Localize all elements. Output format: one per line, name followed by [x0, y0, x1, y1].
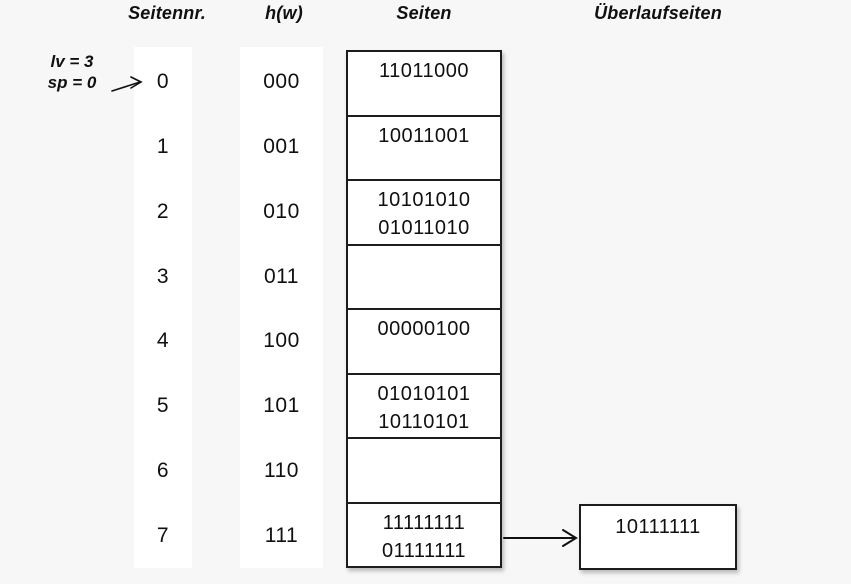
hash-value-list: 000 001 010 011 100 101 110 111 [240, 50, 323, 568]
page-number: 2 [156, 199, 170, 223]
page-number: 7 [156, 523, 170, 547]
header-overflow-pages: Überlaufseiten [594, 3, 722, 23]
hash-value: 111 [264, 523, 299, 547]
record: 10111111 [615, 516, 701, 538]
record: 10101010 [377, 189, 471, 211]
record: 10110101 [378, 410, 470, 433]
page-cell-1: 10011001 [348, 117, 500, 181]
header-page-number: Seitennr. [128, 3, 206, 23]
page-number: 5 [156, 394, 170, 418]
page-cell-5: 01010101 10110101 [348, 375, 500, 439]
record: 01010101 [377, 382, 471, 405]
page-number: 6 [156, 458, 170, 482]
hash-value: 011 [264, 264, 299, 288]
page-number: 3 [156, 264, 170, 288]
overflow-page: 10111111 [579, 504, 737, 570]
lv-value: lv = 3 [50, 52, 94, 71]
sp-value: sp = 0 [47, 73, 97, 92]
page-cell-6 [348, 439, 500, 504]
page-number: 0 [156, 70, 170, 94]
pages-table: 11011000 10011001 10101010 01011010 0000… [346, 50, 502, 568]
overflow-arrow-icon [503, 529, 578, 547]
page-cell-7: 11111111 01111111 [348, 504, 500, 567]
state-annotation: lv = 3 sp = 0 [33, 51, 111, 93]
hash-value: 000 [263, 70, 300, 94]
record: 01011010 [378, 217, 470, 239]
page-number: 4 [156, 329, 170, 353]
hash-value: 001 [263, 135, 300, 159]
record: 11011000 [378, 60, 469, 82]
hash-value: 010 [263, 199, 300, 223]
hash-value: 100 [263, 329, 300, 353]
page-number-list: 0 1 2 3 4 5 6 7 [134, 50, 192, 568]
header-pages: Seiten [396, 3, 452, 23]
record: 01111111 [381, 539, 467, 562]
page-number: 1 [156, 135, 170, 159]
hash-value: 110 [264, 458, 299, 482]
record: 00000100 [377, 318, 471, 340]
record: 11111111 [382, 511, 466, 534]
header-hash-function: h(w) [265, 3, 303, 23]
hash-value: 101 [263, 394, 300, 418]
page-cell-2: 10101010 01011010 [348, 181, 500, 246]
page-cell-4: 00000100 [348, 310, 500, 375]
page-cell-0: 11011000 [348, 52, 500, 117]
record: 10011001 [378, 124, 470, 147]
hash-value-column: 000 001 010 011 100 101 110 111 [240, 47, 323, 568]
page-cell-3 [348, 246, 500, 310]
page-number-column: 0 1 2 3 4 5 6 7 [134, 47, 192, 568]
